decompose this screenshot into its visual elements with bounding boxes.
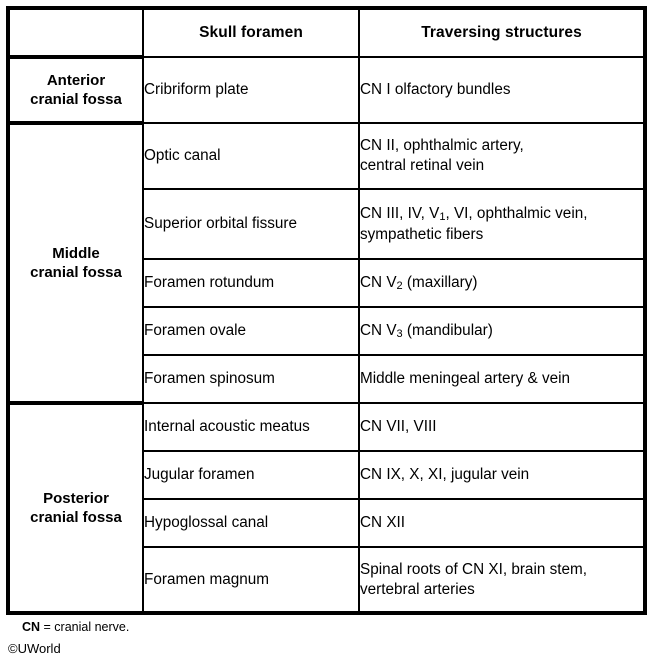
fossa-label-middle: Middle cranial fossa (7, 121, 144, 405)
structures-cell: CN V2 (maxillary) (358, 258, 646, 308)
table-row: Hypoglossal canal CN XII (8, 498, 646, 548)
table-row: Foramen magnum Spinal roots of CN XI, br… (8, 546, 646, 614)
structures-cell: CN XII (358, 498, 646, 548)
structures-cell: CN I olfactory bundles (358, 56, 646, 124)
table-row: Foramen spinosum Middle meningeal artery… (8, 354, 646, 404)
header-cell-blank (8, 7, 144, 58)
foramen-cell: Internal acoustic meatus (142, 402, 360, 452)
structures-cell: CN II, ophthalmic artery, central retina… (358, 122, 646, 190)
foramen-cell: Cribriform plate (142, 56, 360, 124)
foramen-cell: Foramen ovale (142, 306, 360, 356)
structures-cell: CN IX, X, XI, jugular vein (358, 450, 646, 500)
structures-cell: Spinal roots of CN XI, brain stem, verte… (358, 546, 646, 614)
structures-cell: CN VII, VIII (358, 402, 646, 452)
table-header-row: Skull foramen Traversing structures (8, 7, 646, 58)
table-row: Foramen ovale CN V3 (mandibular) (8, 306, 646, 356)
footnote-abbreviation: CN = cranial nerve. (22, 620, 129, 634)
structures-line-with-subscript: CN V2 (maxillary) (360, 273, 478, 293)
foramen-cell: Foramen spinosum (142, 354, 360, 404)
fossa-label-anterior: Anterior cranial fossa (7, 55, 144, 125)
foramen-cell: Foramen magnum (142, 546, 360, 614)
table-row: Jugular foramen CN IX, X, XI, jugular ve… (8, 450, 646, 500)
table-row: Posterior cranial fossa Internal acousti… (7, 401, 646, 615)
foramen-cell: Hypoglossal canal (142, 498, 360, 548)
header-cell-traversing-structures: Traversing structures (358, 7, 646, 58)
structures-cell: CN V3 (mandibular) (358, 306, 646, 356)
foramen-cell: Foramen rotundum (142, 258, 360, 308)
structures-cell: CN III, IV, V1, VI, ophthalmic vein, sym… (358, 188, 646, 260)
foramen-cell: Jugular foramen (142, 450, 360, 500)
foramen-cell: Superior orbital fissure (142, 188, 360, 260)
table-row: Middle cranial fossa Optic canal CN II, … (7, 121, 646, 405)
table-row: Anterior cranial fossa Cribriform plate … (7, 55, 646, 125)
structures-cell: Middle meningeal artery & vein (358, 354, 646, 404)
footnote-abbr-term: CN (22, 620, 41, 634)
copyright-notice: ©UWorld (8, 641, 61, 656)
footnote-definition: = cranial nerve. (40, 620, 130, 634)
skull-foramen-table: Skull foramen Traversing structures Ante… (6, 6, 647, 615)
fossa-label-posterior: Posterior cranial fossa (7, 401, 144, 615)
foramen-cell: Optic canal (142, 122, 360, 190)
structures-line-with-subscript: CN III, IV, V1, VI, ophthalmic vein, (360, 204, 588, 224)
table-row: Foramen rotundum CN V2 (maxillary) (8, 258, 646, 308)
structures-line-with-subscript: CN V3 (mandibular) (360, 321, 493, 341)
table-row: Superior orbital fissure CN III, IV, V1,… (8, 188, 646, 260)
header-cell-skull-foramen: Skull foramen (142, 7, 360, 58)
